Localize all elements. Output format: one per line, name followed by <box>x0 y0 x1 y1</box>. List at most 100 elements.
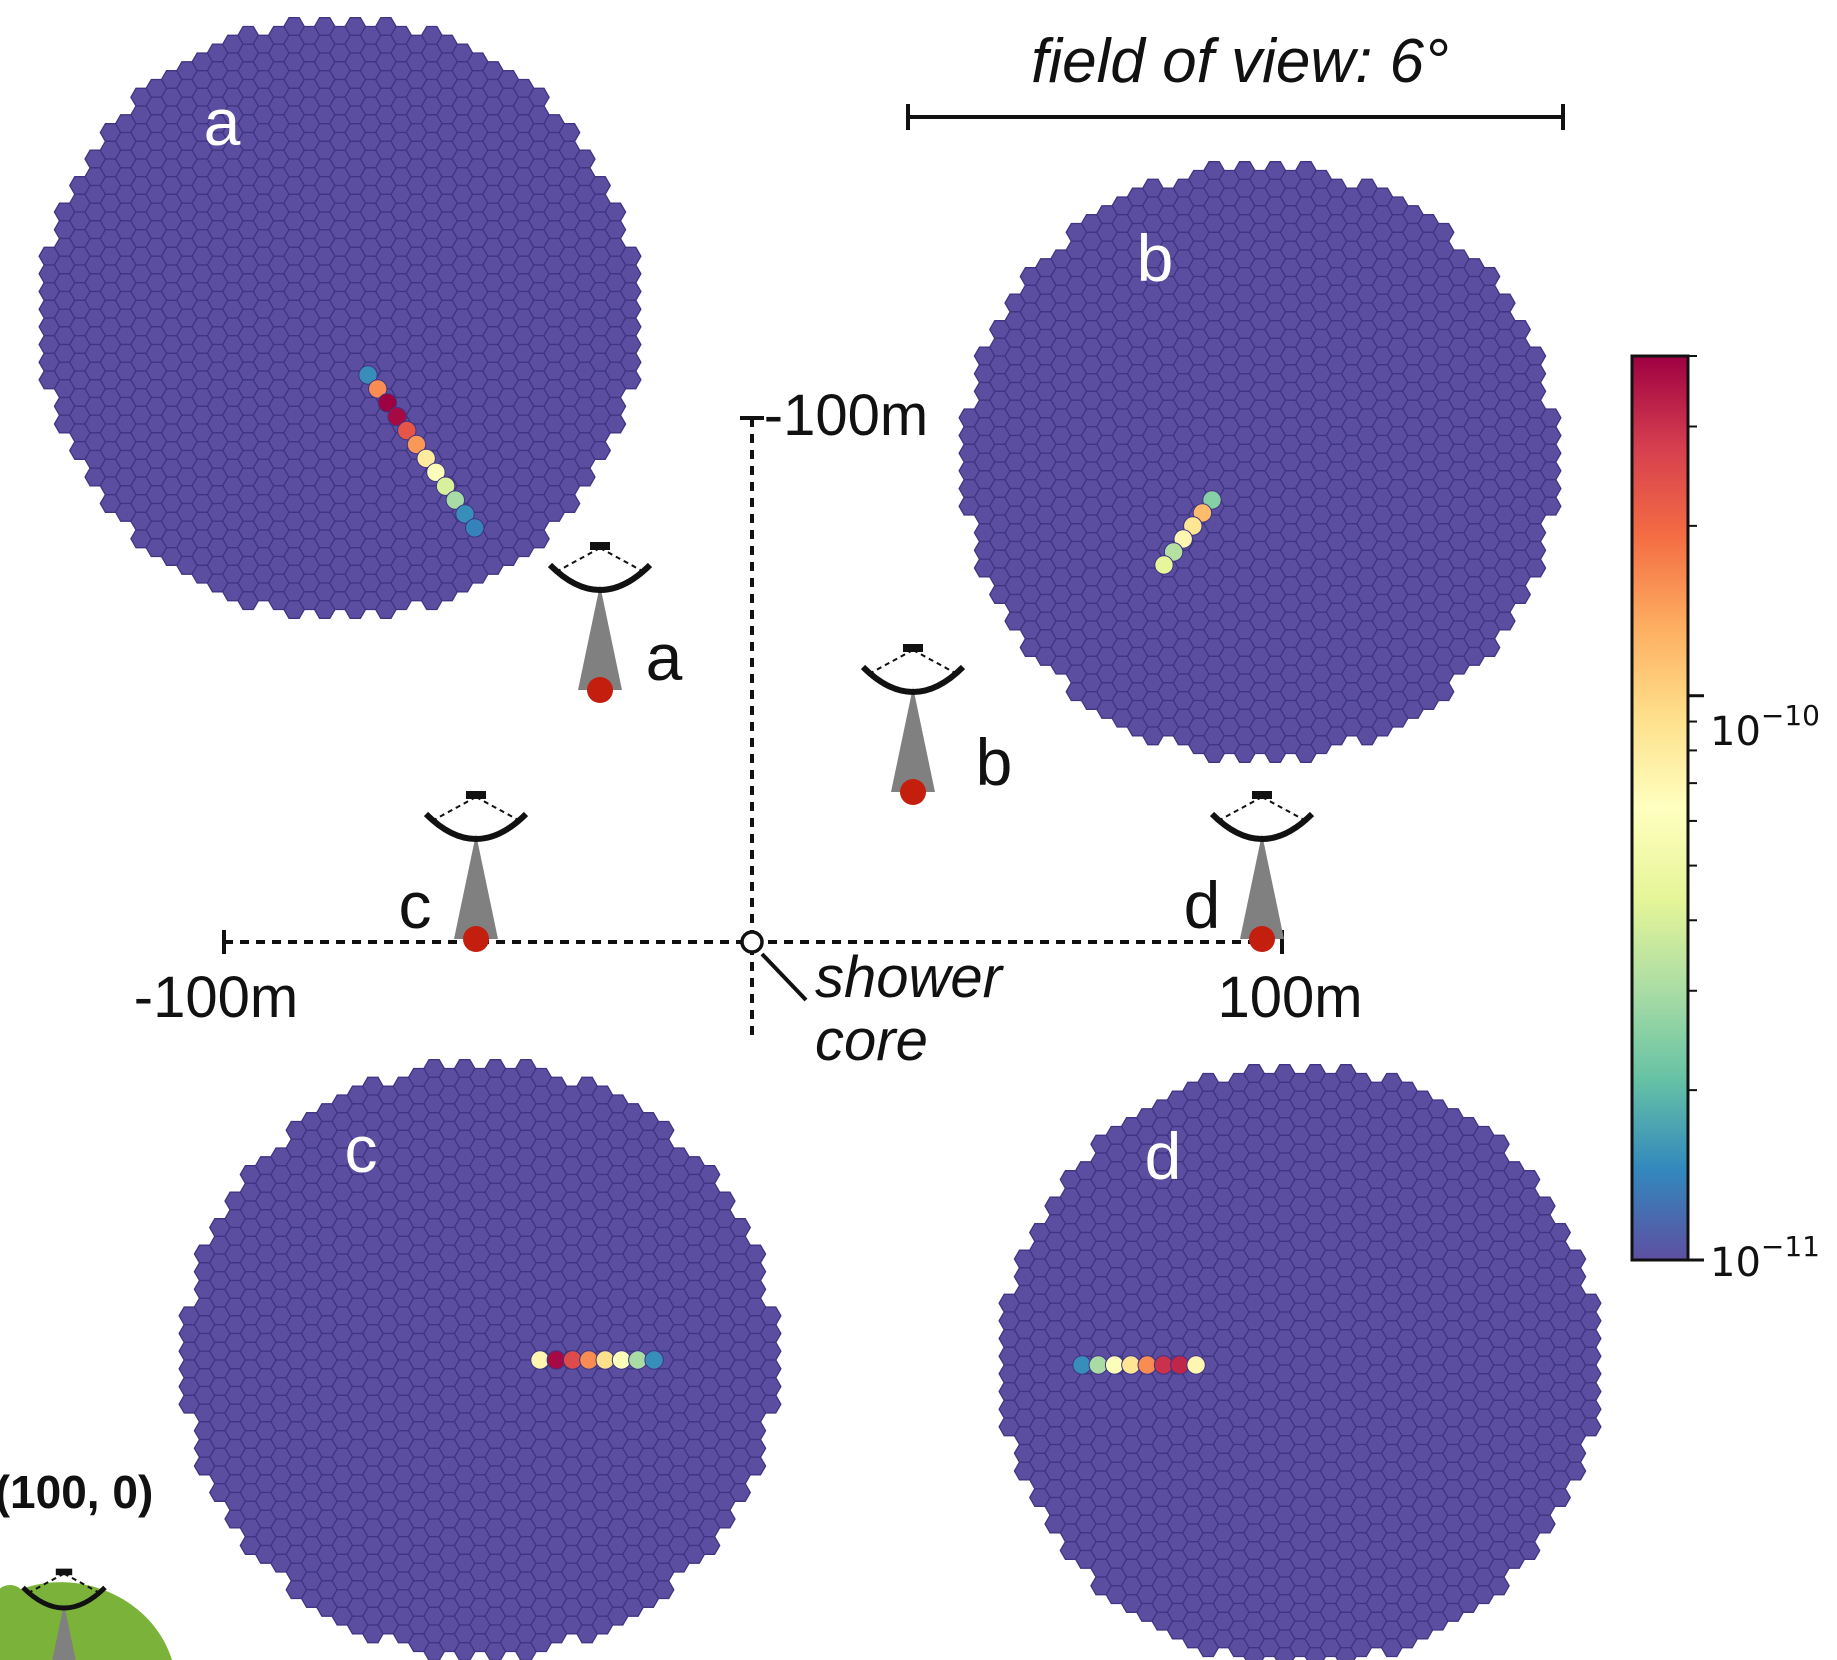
colorbar-ticks <box>1688 355 1704 1262</box>
camera-pixel <box>619 282 642 301</box>
lit-camera-pixel <box>562 1350 583 1370</box>
camera-pixel <box>1487 1134 1510 1154</box>
lit-camera-pixel <box>644 1350 664 1370</box>
telescope-camera <box>590 542 610 550</box>
camera-pixel <box>759 1341 782 1361</box>
camera-pixel <box>619 264 642 284</box>
axis-label-pos-x: 100m <box>1217 965 1362 1030</box>
telescope-field-line <box>866 649 914 676</box>
camera-pixel <box>744 1456 767 1476</box>
shower-core-label-line2: core <box>815 1008 928 1073</box>
camera-pixel <box>619 317 642 337</box>
lit-camera-pixel <box>595 1350 615 1370</box>
lit-camera-pixel <box>628 1350 648 1370</box>
camera-pixel <box>1579 1364 1602 1384</box>
camera-pixel <box>1487 1576 1510 1596</box>
camera-label-b: b <box>1137 221 1174 295</box>
telescope-base <box>900 779 926 805</box>
telescope-field-line <box>63 1572 103 1595</box>
camera-pixel <box>573 467 596 487</box>
camera-pixel <box>619 352 642 372</box>
camera-image-c <box>178 1059 782 1660</box>
camera-pixel <box>1564 1267 1587 1287</box>
camera-pixel <box>1533 1196 1556 1216</box>
camera-pixel <box>1549 1223 1572 1242</box>
telescope-base <box>1249 926 1275 952</box>
colorbar-min-base: 10 <box>1710 1240 1761 1286</box>
colorbar <box>1630 354 1704 1262</box>
axis-label-pos-y: -100m <box>764 383 928 448</box>
telescope-label-a: a <box>646 620 683 694</box>
ground-hill-decoration <box>0 1582 172 1660</box>
colorbar-gradient <box>1630 354 1690 1262</box>
camera-pixel <box>619 299 642 319</box>
lit-camera-pixel <box>1121 1355 1141 1375</box>
telescope-dish <box>860 664 966 695</box>
fov-title: field of view: 6° <box>1031 27 1449 96</box>
camera-label-c: c <box>345 1112 378 1186</box>
camera-pixel <box>1432 682 1455 702</box>
lit-camera-pixel <box>1183 516 1203 536</box>
fov-scale-bar <box>906 104 1565 130</box>
telescope-b <box>860 644 966 805</box>
camera-pixel <box>744 1421 767 1441</box>
camera-pixel <box>1524 558 1547 578</box>
telescope-field-line <box>475 796 523 823</box>
telescope-label-d: d <box>1184 868 1221 942</box>
camera-pixel <box>729 1483 752 1502</box>
lit-camera-pixel <box>1192 503 1213 523</box>
camera-pixel <box>604 414 627 434</box>
camera-pixel <box>1524 346 1547 366</box>
camera-pixel <box>1524 364 1547 384</box>
camera-pixel <box>729 1218 752 1237</box>
telescope-field-line <box>912 649 960 676</box>
camera-pixel <box>1524 540 1547 560</box>
telescope-mount <box>578 585 622 690</box>
camera-pixel <box>652 1580 675 1600</box>
axis-label-neg-x: -100m <box>134 965 298 1030</box>
camera-pixel <box>1579 1399 1602 1419</box>
corner-coordinate-label: (100, 0) <box>0 1466 153 1518</box>
camera-pixel <box>589 176 612 195</box>
lit-camera-pixel <box>1153 1355 1174 1375</box>
camera-pixel <box>1579 1329 1602 1348</box>
camera-pixel <box>1493 611 1516 631</box>
telescope-base <box>463 926 489 952</box>
camera-pixel <box>619 246 642 266</box>
telescope-dish <box>1209 811 1315 842</box>
camera-pixel <box>1539 443 1562 463</box>
shower-core-marker <box>740 930 808 1002</box>
colorbar-min-exp: −11 <box>1761 1230 1820 1263</box>
corner-telescope-icon <box>21 1568 107 1660</box>
camera-pixel <box>1509 320 1532 339</box>
lit-camera-pixel <box>1088 1355 1109 1375</box>
camera-pixel <box>1579 1293 1602 1313</box>
lit-camera-pixel <box>397 420 417 441</box>
lit-camera-pixel <box>1163 542 1184 562</box>
telescope-field-line <box>599 547 647 574</box>
telescope-camera <box>466 791 486 799</box>
lit-camera-pixel <box>1137 1355 1157 1375</box>
lit-camera-pixel <box>406 434 427 455</box>
camera-pixel <box>698 1165 721 1184</box>
colorbar-max-label: 10−10 <box>1710 699 1820 755</box>
camera-pixel <box>652 1120 675 1140</box>
camera-pixel <box>1493 293 1516 313</box>
lit-camera-pixel <box>1072 1355 1092 1375</box>
lit-camera-pixel <box>368 379 388 399</box>
lit-camera-pixel <box>1186 1355 1206 1375</box>
camera-pixel <box>1432 222 1455 242</box>
lit-camera-pixel <box>1104 1355 1125 1375</box>
camera-pixel <box>1524 381 1547 401</box>
telescope-dish <box>423 811 529 842</box>
colorbar-max-exp: −10 <box>1761 699 1820 732</box>
telescope-mount <box>1240 834 1284 939</box>
camera-pixel <box>527 87 550 107</box>
camera-pixel <box>759 1394 782 1414</box>
camera-pixel <box>604 220 627 240</box>
lit-camera-pixel <box>579 1350 599 1370</box>
camera-pixel <box>759 1359 782 1379</box>
telescope-camera <box>903 644 923 652</box>
telescope-dish <box>21 1585 107 1611</box>
